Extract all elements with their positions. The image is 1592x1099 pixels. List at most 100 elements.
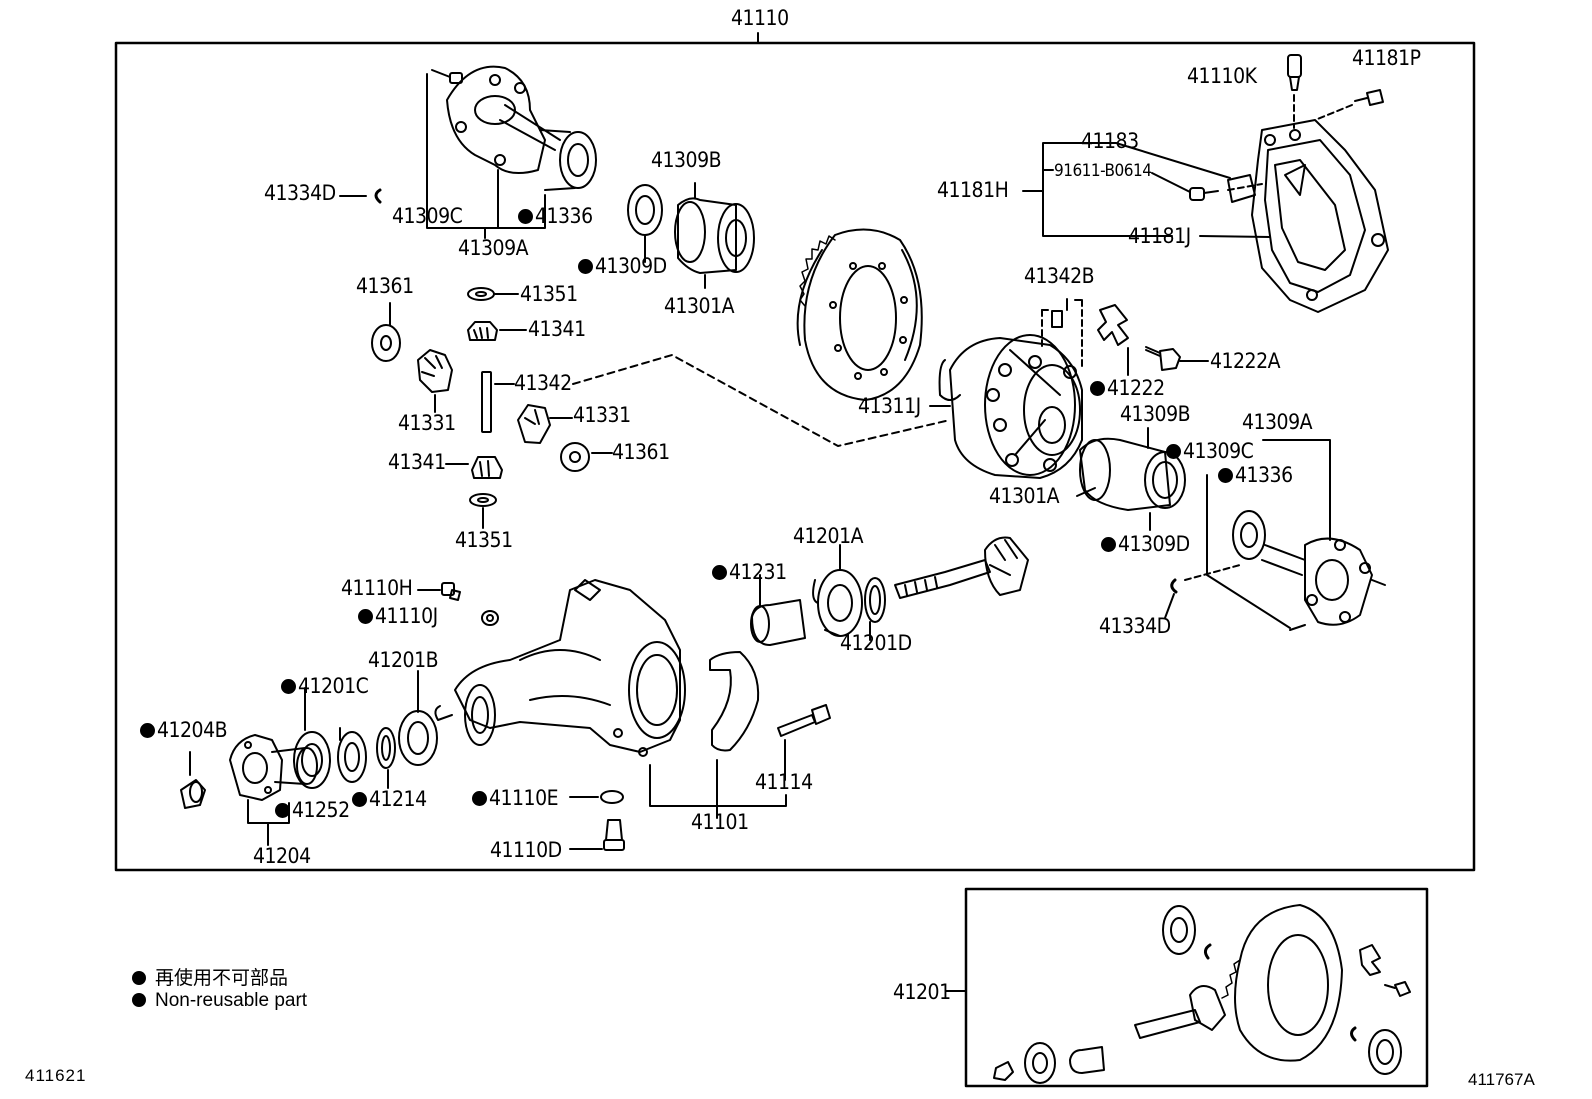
label-41181P: 41181P: [1352, 46, 1421, 70]
label-41110E-text: 41110E: [489, 786, 559, 810]
non-reusable-dot: [281, 679, 296, 694]
label-41351-b: 41351: [455, 528, 513, 552]
non-reusable-dot: [140, 723, 155, 738]
label-41334D-right: 41334D: [1099, 614, 1171, 638]
label-41114: 41114: [755, 770, 813, 794]
label-41110J-text: 41110J: [375, 604, 438, 628]
non-reusable-dot: [472, 791, 487, 806]
figure-code-left: 411621: [25, 1066, 87, 1085]
bolt-41114: [777, 704, 831, 737]
drain-plug-41110K: [1287, 54, 1302, 91]
bearing-41301A-top: [674, 197, 755, 274]
spacer: [376, 727, 396, 769]
legend-jp: 再使用不可部品: [132, 963, 288, 990]
label-41201A: 41201A: [793, 524, 864, 548]
label-41309D-right-text: 41309D: [1118, 532, 1190, 556]
plug-41110D: [603, 819, 625, 851]
label-41331-b: 41331: [573, 403, 631, 427]
label-41110D: 41110D: [490, 838, 562, 862]
label-41309A-right: 41309A: [1242, 410, 1313, 434]
label-41231: 41231: [712, 562, 787, 583]
label-41309D-text: 41309D: [595, 254, 667, 278]
label-41204B: 41204B: [140, 718, 228, 742]
label-41181J: 41181J: [1128, 224, 1191, 248]
bearing-41309B-top: [627, 184, 663, 236]
main-assembly-frame: [114, 41, 1476, 872]
label-41181H: 41181H: [937, 178, 1009, 202]
label-41201B: 41201B: [368, 648, 439, 672]
shim-41201D: [864, 577, 886, 623]
non-reusable-dot: [1166, 444, 1181, 459]
label-41361-a: 41361: [356, 274, 414, 298]
non-reusable-dot: [578, 259, 593, 274]
label-41222-text: 41222: [1107, 376, 1165, 400]
non-reusable-dot: [132, 993, 146, 1007]
label-41201-inset: 41201: [893, 980, 951, 1004]
label-41311J: 41311J: [858, 394, 921, 418]
carrier-housing-41101: [434, 579, 686, 757]
label-41301A-top: 41301A: [664, 294, 735, 318]
non-reusable-dot: [275, 803, 290, 818]
bearing-41201B: [398, 710, 438, 766]
inset-drawing: [993, 904, 1411, 1084]
label-41301A-right: 41301A: [989, 484, 1060, 508]
lock-plate-41222: [1097, 304, 1129, 346]
label-41110J: 41110J: [358, 606, 438, 627]
legend-en: Non-reusable part: [132, 990, 307, 1012]
ring-gear: [796, 228, 923, 401]
label-41222A: 41222A: [1210, 349, 1281, 373]
label-41252-text: 41252: [292, 798, 350, 822]
label-41351-a: 41351: [520, 282, 578, 306]
legend-jp-text: 再使用不可部品: [155, 968, 289, 989]
label-41183: 41183: [1081, 129, 1139, 153]
label-41204: 41204: [253, 844, 311, 868]
label-41204B-text: 41204B: [157, 718, 228, 742]
bearing-41231: [750, 599, 806, 646]
label-41341-a: 41341: [528, 317, 586, 341]
bearing-41309B-right: [1079, 437, 1186, 511]
oil-seal-41201C: [293, 731, 331, 789]
carrier-cover-drawing: [1251, 119, 1389, 313]
label-41309B-right: 41309B: [1120, 402, 1191, 426]
label-41110E: 41110E: [472, 786, 559, 810]
figure-code-right: 411767A: [1468, 1070, 1535, 1089]
label-41309B-top: 41309B: [651, 148, 722, 172]
axle-flange-41309A-top: [431, 65, 597, 191]
label-41201C-text: 41201C: [298, 674, 369, 698]
label-41336-right: 41336: [1218, 465, 1293, 486]
companion-flange-41204: [229, 734, 318, 801]
label-41336-right-text: 41336: [1235, 463, 1293, 487]
spider-gear-group: [371, 287, 613, 529]
non-reusable-dot: [358, 609, 373, 624]
label-91611-B0614: 91611-B0614: [1054, 161, 1152, 181]
inset-frame: [964, 887, 1429, 1088]
label-41341-b: 41341: [388, 450, 446, 474]
label-41336-text: 41336: [535, 204, 593, 228]
bearing-cap: [709, 651, 760, 752]
label-41231-text: 41231: [729, 560, 787, 584]
label-41331-a: 41331: [398, 411, 456, 435]
label-41214: 41214: [352, 789, 427, 810]
label-41336-top: 41336: [518, 206, 593, 227]
legend-en-text: Non-reusable part: [155, 990, 308, 1011]
label-41252: 41252: [275, 800, 350, 821]
label-41214-text: 41214: [369, 787, 427, 811]
non-reusable-dot: [1101, 537, 1116, 552]
non-reusable-dot: [132, 971, 146, 985]
drive-pinion: [894, 536, 1029, 599]
axle-flange-41309A-right: [1232, 510, 1386, 631]
label-41309C-right: 41309C: [1166, 441, 1254, 462]
non-reusable-dot: [518, 209, 533, 224]
label-41309D-right: 41309D: [1101, 534, 1190, 555]
label-41110K: 41110K: [1187, 64, 1257, 88]
label-41101: 41101: [691, 810, 749, 834]
bolt-41181P: [1354, 89, 1384, 106]
non-reusable-dot: [1218, 468, 1233, 483]
label-41309D-top: 41309D: [578, 256, 667, 277]
bolt-91611: [1189, 187, 1219, 201]
label-41110H: 41110H: [341, 576, 413, 600]
bearing-41201A: [812, 569, 863, 637]
differential-case-41311J: [938, 334, 1083, 479]
label-41342B: 41342B: [1024, 264, 1095, 288]
